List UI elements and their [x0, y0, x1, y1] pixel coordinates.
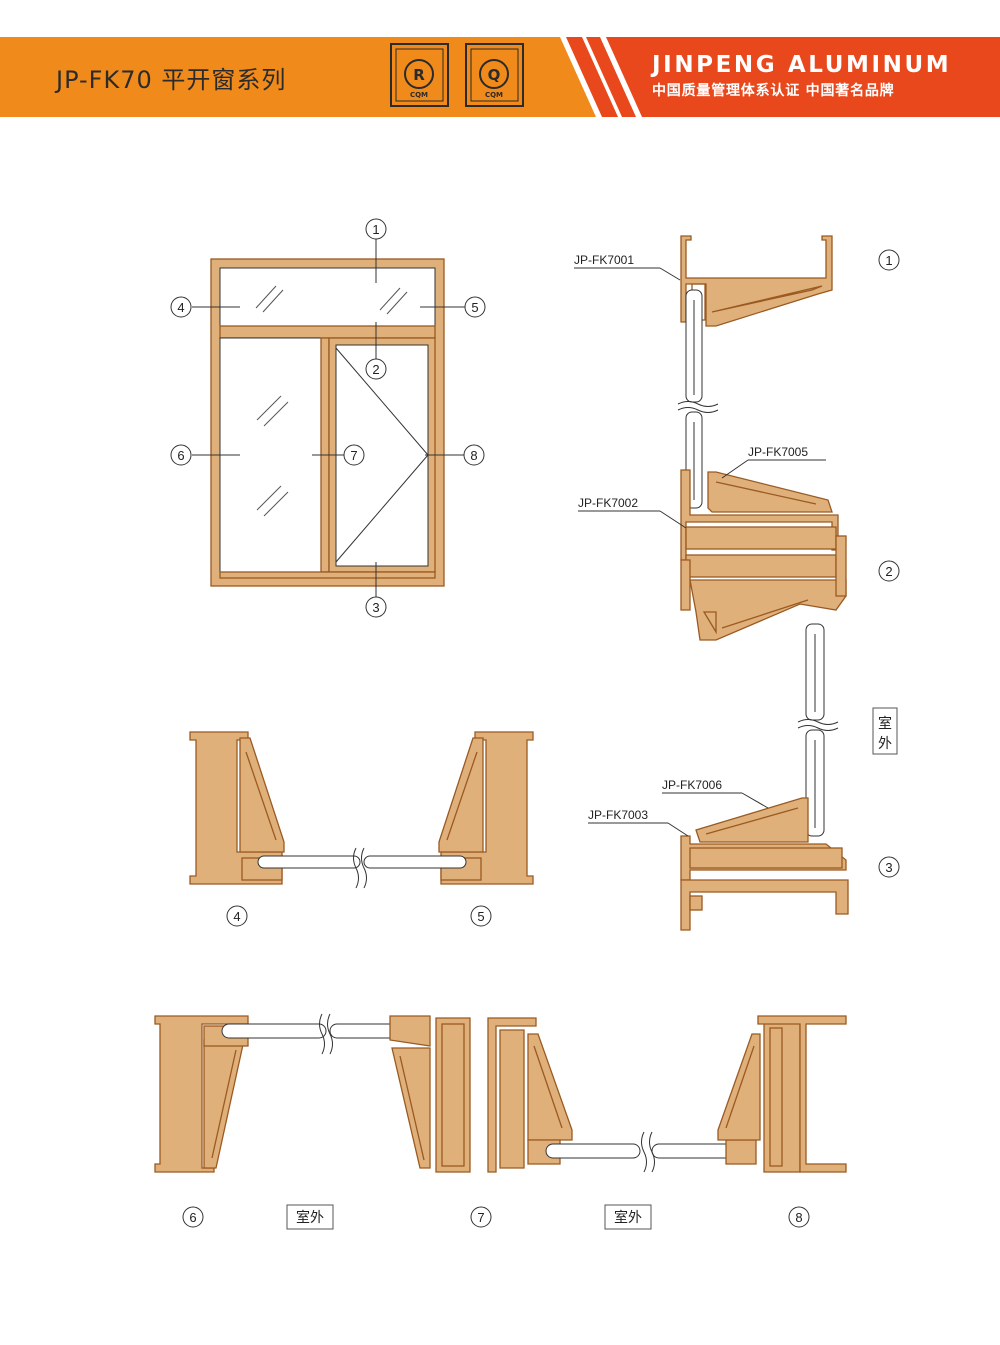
- svg-text:8: 8: [470, 448, 477, 463]
- header-stripe: [586, 37, 636, 117]
- bottom-section: [154, 1013, 847, 1173]
- outdoor-label-bottom: 外: [878, 736, 892, 752]
- svg-text:4: 4: [233, 909, 240, 924]
- svg-text:1: 1: [885, 253, 892, 268]
- callout-section-2: 2: [878, 560, 900, 582]
- callout-section-8: 8: [788, 1206, 810, 1228]
- callout-section-4: 4: [226, 905, 248, 927]
- callout-3: 3: [365, 596, 387, 618]
- cert-label: CQM: [410, 91, 428, 99]
- svg-text:2: 2: [885, 564, 892, 579]
- callout-section-1: 1: [878, 249, 900, 271]
- cert-label: CQM: [485, 91, 503, 99]
- svg-text:5: 5: [477, 909, 484, 924]
- callout-section-5: 5: [470, 905, 492, 927]
- outdoor-label-left: 室外: [286, 1204, 334, 1230]
- svg-text:5: 5: [471, 300, 478, 315]
- vertical-section: [677, 235, 849, 931]
- part-label-jp-fk7003: JP-FK7003: [588, 808, 689, 837]
- callout-section-3: 3: [878, 856, 900, 878]
- svg-text:7: 7: [477, 1210, 484, 1225]
- svg-text:2: 2: [372, 362, 379, 377]
- header-banner: R CQM Q CQM: [0, 37, 1000, 117]
- svg-text:JP-FK7001: JP-FK7001: [574, 253, 634, 267]
- svg-text:7: 7: [350, 448, 357, 463]
- part-label-jp-fk7006: JP-FK7006: [662, 778, 769, 809]
- outdoor-label-vertical: 室 外: [872, 707, 898, 755]
- callout-section-6: 6: [182, 1206, 204, 1228]
- callout-5: 5: [464, 296, 486, 318]
- svg-text:4: 4: [177, 300, 184, 315]
- svg-text:JP-FK7006: JP-FK7006: [662, 778, 722, 792]
- svg-text:JP-FK7002: JP-FK7002: [578, 496, 638, 510]
- svg-text:1: 1: [372, 222, 379, 237]
- part-label-jp-fk7002: JP-FK7002: [578, 496, 687, 529]
- part-label-jp-fk7005: JP-FK7005: [721, 445, 826, 479]
- svg-text:3: 3: [372, 600, 379, 615]
- part-label-jp-fk7001: JP-FK7001: [574, 253, 681, 281]
- series-title: JP-FK70 平开窗系列: [56, 66, 287, 94]
- brand-name: JINPENG ALUMINUM: [652, 52, 952, 78]
- cert-mark-q: Q CQM: [465, 43, 524, 107]
- callout-section-7: 7: [470, 1206, 492, 1228]
- callout-4: 4: [170, 296, 192, 318]
- header-red-band: [606, 37, 1000, 117]
- callout-7: 7: [343, 444, 365, 466]
- svg-text:室外: 室外: [614, 1209, 642, 1226]
- cert-letter: R: [413, 66, 425, 84]
- svg-text:8: 8: [795, 1210, 802, 1225]
- brand-slogan: 中国质量管理体系认证 中国著名品牌: [652, 83, 895, 99]
- svg-text:3: 3: [885, 860, 892, 875]
- svg-text:JP-FK7005: JP-FK7005: [748, 445, 808, 459]
- outdoor-label-top: 室: [878, 715, 892, 732]
- window-elevation: [192, 239, 465, 597]
- callout-1: 1: [365, 218, 387, 240]
- svg-text:JP-FK7003: JP-FK7003: [588, 808, 648, 822]
- cert-mark-r: R CQM: [390, 43, 449, 107]
- outdoor-label-right: 室外: [604, 1204, 652, 1230]
- callout-6: 6: [170, 444, 192, 466]
- svg-text:室外: 室外: [296, 1209, 324, 1226]
- callout-8: 8: [463, 444, 485, 466]
- cert-letter: Q: [488, 66, 501, 84]
- mid-section: [189, 731, 534, 889]
- svg-text:6: 6: [177, 448, 184, 463]
- callout-2: 2: [365, 358, 387, 380]
- header-stripe: [566, 37, 618, 117]
- svg-text:6: 6: [189, 1210, 196, 1225]
